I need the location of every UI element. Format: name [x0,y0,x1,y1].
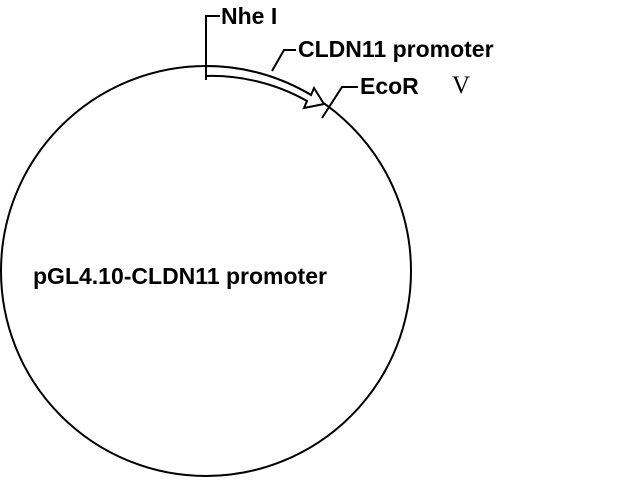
nhe1-label: Nhe I [221,3,277,29]
ecorv-roman-label: V [452,72,470,99]
promoter-leader-line [271,49,296,72]
nhe1-leader-line [205,15,220,80]
plasmid-name: pGL4.10-CLDN11 promoter [33,263,327,289]
ecorv-label: EcoR [360,73,419,99]
ecorv-leader-line [321,86,358,119]
insert-arrow-icon [205,64,326,110]
promoter-label: CLDN11 promoter [298,36,494,62]
